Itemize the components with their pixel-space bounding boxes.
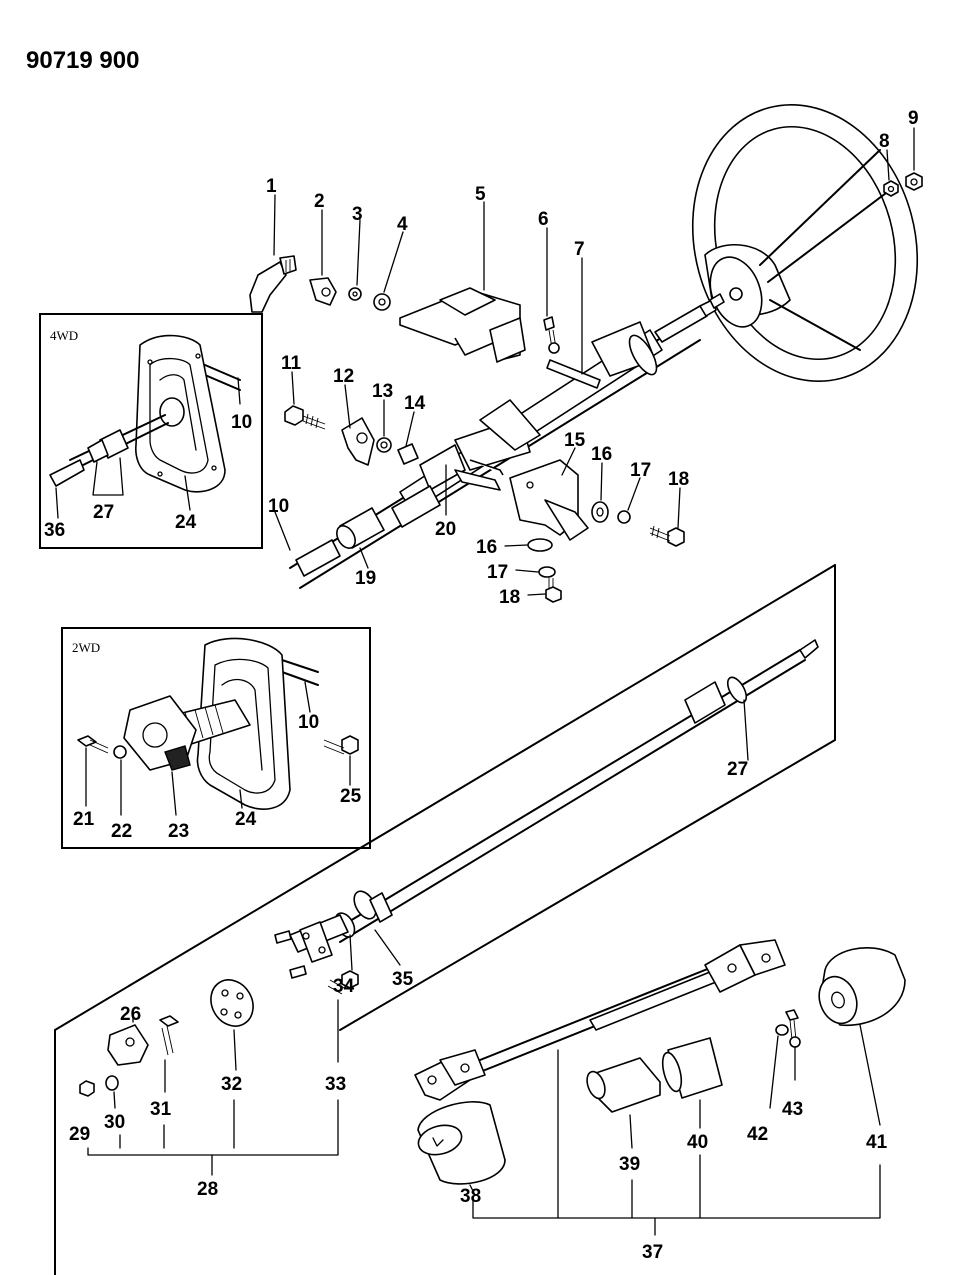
lower-fasteners [504,538,562,603]
lower-shaft-panel [54,564,836,1275]
bolt-43 [785,1009,801,1081]
washer-30 [105,1075,119,1109]
callout-10-column: 10 [268,496,289,517]
collar-14 [397,411,419,465]
callout-11: 11 [281,353,302,374]
callout-28: 28 [197,1179,218,1200]
callout-1: 1 [266,176,277,197]
bushing-39 [586,1057,661,1149]
callout-14: 14 [404,393,426,414]
callout-6: 6 [538,209,549,230]
bolt-11 [284,371,326,430]
callout-8: 8 [879,131,890,152]
nut-29 [79,1080,95,1097]
callout-7: 7 [574,239,585,260]
steering-column-upper [289,293,725,589]
callout-9: 9 [908,108,919,129]
callout-16-upper: 16 [591,444,612,465]
bracket-15 [509,447,589,541]
callout-15: 15 [564,430,586,451]
callout-23: 23 [168,821,189,842]
pin-7 [546,257,601,389]
callout-34: 34 [333,976,355,997]
callout-19: 19 [355,568,376,589]
lower-shaft-37 [414,939,786,1101]
callout-43: 43 [782,1099,803,1120]
callout-18-lower: 18 [499,587,520,608]
washer-16 [591,462,609,523]
callout-10-4wd: 10 [231,412,252,433]
bracket-5 [399,201,526,363]
callout-17-upper: 17 [630,460,651,481]
lever-1 [249,194,297,313]
flange-26 [107,1009,149,1066]
diagram-number: 90719 900 [26,47,139,74]
callout-13: 13 [372,381,393,402]
washer-3 [348,219,362,301]
nut-9 [905,172,923,191]
callout-27-4wd: 27 [93,502,114,523]
ring-13 [376,399,392,453]
bolt-31 [159,1015,179,1093]
callout-16-lower: 16 [476,537,497,558]
callout-10-2wd: 10 [298,712,319,733]
callout-4: 4 [397,214,408,235]
inset-2wd: 2WD [61,627,371,849]
callout-25: 25 [340,786,362,807]
callout-42: 42 [747,1124,768,1145]
nut-42 [769,1024,789,1109]
callout-24-2wd: 24 [235,809,257,830]
callout-39: 39 [619,1154,640,1175]
callout-32: 32 [221,1074,242,1095]
callout-35: 35 [392,969,414,990]
intermediate-shaft [274,639,819,979]
callout-3: 3 [352,204,363,225]
dust-cover-41 [818,947,906,1126]
callout-29: 29 [69,1124,90,1145]
lock-2 [309,209,337,306]
bolt-6 [543,227,560,354]
callout-24-4wd: 24 [175,512,197,533]
sleeve-19 [295,507,385,577]
bolt-33 [327,970,359,1063]
callout-20: 20 [435,519,456,540]
callout-22: 22 [111,821,132,842]
callout-37: 37 [642,1242,663,1263]
callout-36: 36 [44,520,65,541]
inset-2wd-label: 2WD [72,640,100,655]
coupling-disk-32 [210,979,254,1071]
callout-38: 38 [460,1186,481,1207]
nut-8 [883,180,899,197]
inset-4wd: 4WD [39,313,263,549]
boot-38 [417,1101,506,1196]
callout-40: 40 [687,1132,708,1153]
callout-33: 33 [325,1074,346,1095]
sleeve-40 [661,1037,723,1129]
callout-numbers: 1 2 3 4 5 6 7 8 9 10 10 10 11 12 13 14 1… [44,108,919,1263]
callout-12: 12 [333,366,354,387]
clamp-12 [341,384,375,466]
callout-31: 31 [150,1099,172,1120]
washer-4 [373,231,404,311]
callout-41: 41 [866,1132,888,1153]
lockwasher-17 [617,477,641,524]
callout-30: 30 [104,1112,125,1133]
callout-5: 5 [475,184,486,205]
callout-2: 2 [314,191,325,212]
callout-27-shaft: 27 [727,759,748,780]
steering-wheel [691,104,919,382]
callout-18-upper: 18 [668,469,689,490]
inset-4wd-label: 4WD [50,328,78,343]
callout-21: 21 [73,809,95,830]
callout-17-lower: 17 [487,562,508,583]
bolt-18 [649,487,685,547]
callout-26: 26 [120,1004,141,1025]
